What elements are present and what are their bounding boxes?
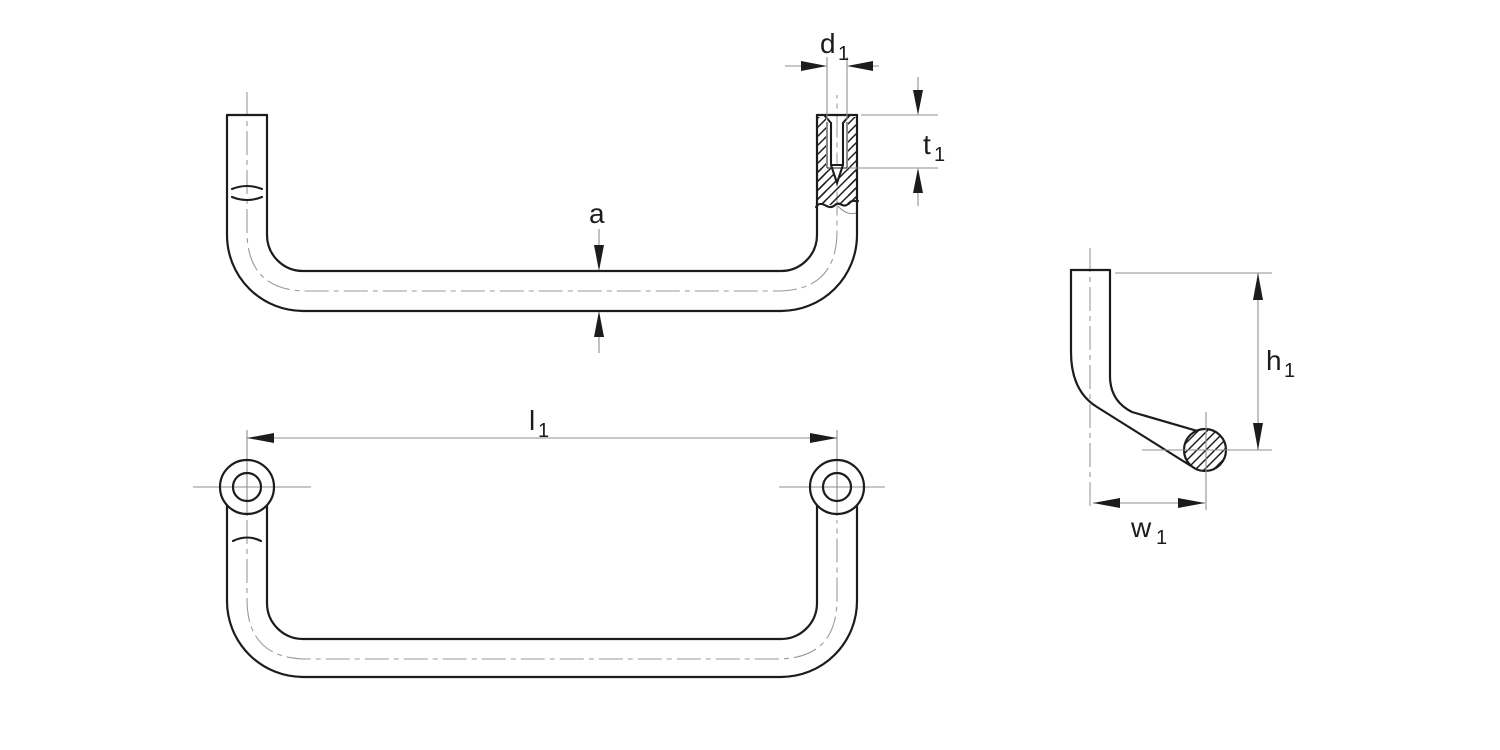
side-view (1069, 248, 1272, 510)
tapped-hole-section (814, 114, 860, 215)
right-end-ring-inner (821, 471, 853, 503)
l1-arrowhead-left (247, 433, 274, 443)
w1-arrowhead-left (1093, 498, 1120, 508)
bar-section-crosshair (1142, 412, 1272, 510)
section-break-line (814, 199, 860, 209)
h1-arrowhead-bottom (1253, 423, 1263, 450)
dimension-a: a (589, 198, 605, 353)
thread-major-lines (826, 122, 848, 169)
drill-hole-lines (829, 121, 845, 167)
top-view-centerline (246, 92, 838, 292)
drill-point-cone-fill (831, 165, 843, 183)
dim-label-l1: l 1 (529, 405, 549, 442)
dimension-l1: l 1 (247, 405, 837, 443)
left-end-ring-outer (218, 458, 276, 516)
section-hatch (817, 117, 857, 205)
d1-label-sub: 1 (838, 43, 849, 65)
dim-label-h1: h 1 (1266, 345, 1295, 382)
dim-label-d1: d 1 (820, 28, 849, 65)
dimension-w1: w 1 (1093, 498, 1205, 549)
dimension-t1: t 1 (849, 77, 945, 206)
d1-extension-lines (826, 57, 848, 120)
l1-label-sub: 1 (538, 420, 549, 442)
top-view-inner-edge (265, 113, 819, 273)
drill-point-outline (829, 163, 845, 187)
bottom-view-inner-edge (265, 503, 819, 641)
dimension-h1: h 1 (1115, 272, 1295, 450)
h1-label-sub: 1 (1284, 360, 1295, 382)
w1-label-base: w (1130, 512, 1152, 543)
w1-arrowhead-right (1178, 498, 1205, 508)
side-view-outer-edge (1069, 268, 1193, 468)
dim-label-t1: t 1 (923, 129, 945, 166)
t1-label-base: t (923, 129, 931, 160)
d1-label-base: d (820, 28, 836, 59)
side-view-inner-edge (1108, 268, 1220, 439)
top-view-outer-edge (225, 113, 859, 313)
a-label-base: a (589, 198, 605, 229)
t1-label-sub: 1 (934, 144, 945, 166)
h1-label-base: h (1266, 345, 1282, 376)
a-arrowhead-bottom (594, 311, 604, 337)
bottom-view-centerline (246, 520, 838, 660)
thread-end-arcs (230, 184, 264, 202)
left-end-ring-inner (231, 471, 263, 503)
bottom-view (193, 430, 885, 679)
w1-label-sub: 1 (1156, 527, 1167, 549)
section-break-fork (837, 205, 857, 215)
h1-arrowhead-top (1253, 273, 1263, 300)
t1-arrowhead-bottom (913, 168, 923, 193)
l1-arrowhead-right (810, 433, 837, 443)
dim-label-w1: w 1 (1130, 512, 1167, 549)
t1-extension-lines (849, 114, 938, 169)
d1-arrowhead-left (801, 61, 827, 71)
dim-label-a: a (589, 198, 605, 229)
a-arrowhead-top (594, 245, 604, 271)
t1-arrowhead-top (913, 90, 923, 115)
dimension-d1: d 1 (785, 28, 879, 120)
hole-chamfer-lines (823, 114, 851, 125)
l1-label-base: l (529, 405, 535, 436)
d1-arrowhead-right (847, 61, 873, 71)
right-end-ring-outer (808, 458, 866, 516)
bottom-thread-end-arc (231, 536, 263, 543)
top-view (225, 92, 860, 313)
bottom-view-outer-edge (225, 503, 859, 679)
